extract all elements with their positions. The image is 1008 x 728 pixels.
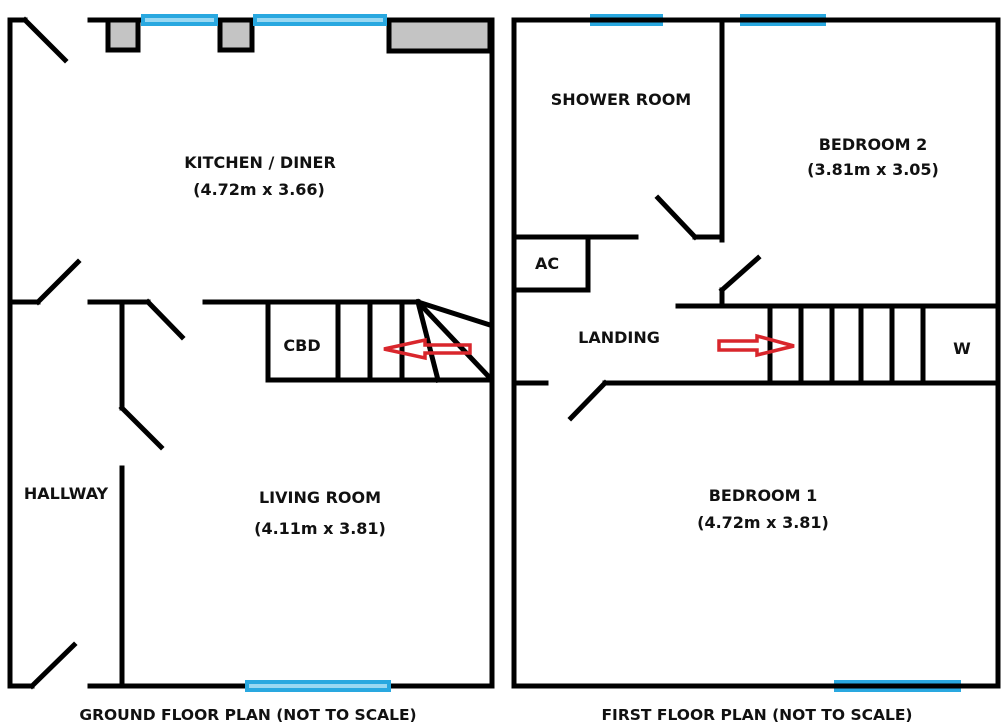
room-size-kitchen: (4.72m x 3.66) bbox=[193, 180, 325, 199]
door-swing bbox=[34, 258, 82, 306]
room-name-cupboard: CBD bbox=[283, 336, 321, 355]
arrow-right-icon bbox=[717, 333, 795, 358]
room-name-wardrobe: W bbox=[953, 339, 971, 358]
room-name-airing-cupboard: AC bbox=[534, 254, 560, 273]
room-name-bedroom1: BEDROOM 1 bbox=[708, 486, 818, 505]
room-size-bedroom1: (4.72m x 3.81) bbox=[697, 513, 829, 532]
room-size-living: (4.11m x 3.81) bbox=[254, 519, 386, 538]
first-floor-walls bbox=[511, 17, 1001, 689]
room-name-living: LIVING ROOM bbox=[258, 488, 382, 507]
room-name-kitchen: KITCHEN / DINER bbox=[184, 153, 336, 172]
stairs-arrows bbox=[383, 333, 795, 361]
arrow-left-icon bbox=[383, 337, 472, 361]
door-swing bbox=[28, 641, 78, 690]
room-name-landing: LANDING bbox=[578, 328, 660, 347]
first-floor-caption: FIRST FLOOR PLAN (NOT TO SCALE) bbox=[601, 706, 913, 724]
door-swing bbox=[21, 16, 69, 64]
door-swing bbox=[718, 254, 762, 294]
door-swing bbox=[144, 298, 186, 341]
door-swing bbox=[567, 379, 609, 422]
room-size-bedroom2: (3.81m x 3.05) bbox=[807, 160, 939, 179]
windows bbox=[141, 14, 961, 692]
room-name-bedroom2: BEDROOM 2 bbox=[818, 135, 928, 154]
room-name-shower: SHOWER ROOM bbox=[550, 90, 692, 109]
room-name-hallway: HALLWAY bbox=[23, 484, 109, 503]
ground-floor-caption: GROUND FLOOR PLAN (NOT TO SCALE) bbox=[79, 706, 417, 724]
door-swing bbox=[654, 194, 699, 241]
door-swing bbox=[118, 404, 165, 451]
ground-floor-walls bbox=[7, 16, 495, 690]
kitchen-fixtures bbox=[105, 17, 493, 54]
